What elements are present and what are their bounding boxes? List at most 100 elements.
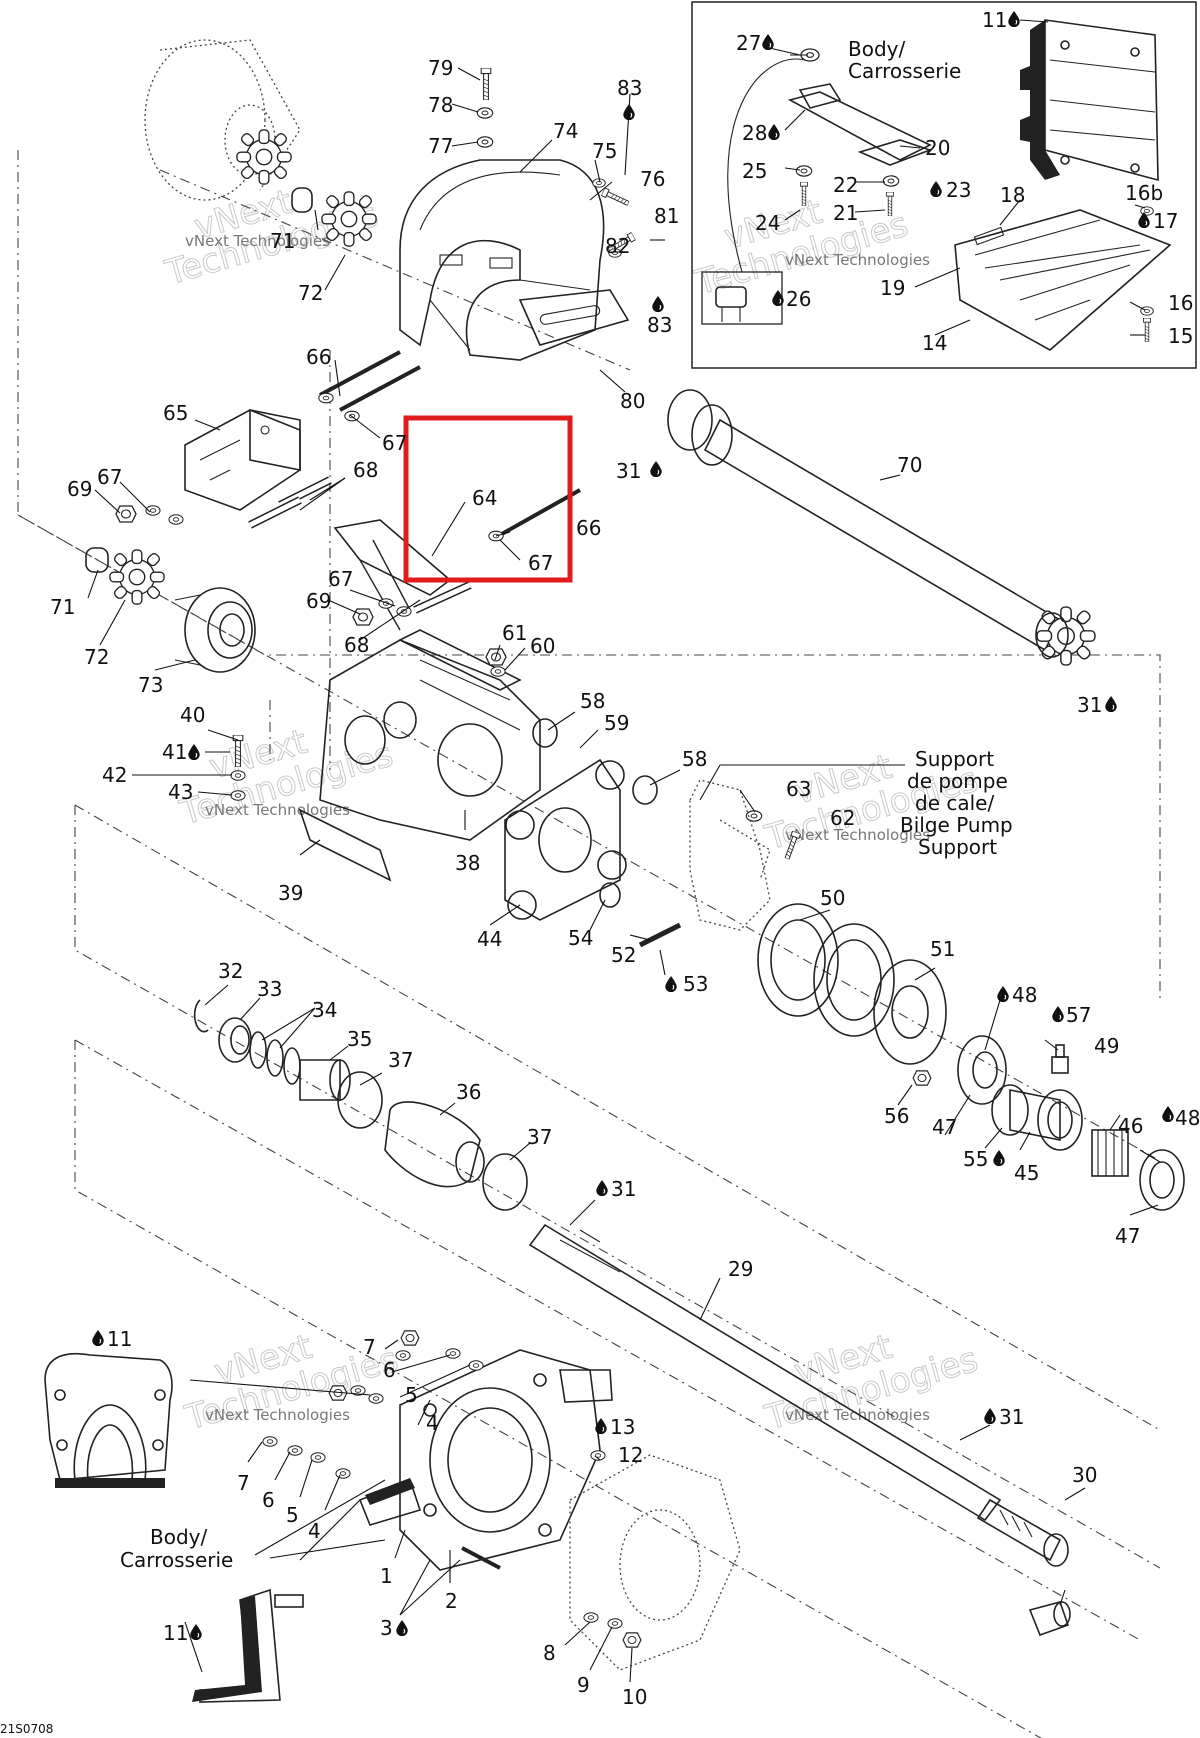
label-40: 40 bbox=[180, 703, 205, 727]
label-3: 3 bbox=[380, 1616, 393, 1640]
label-16: 16 bbox=[1168, 291, 1193, 315]
watermark-group: vNext Technologies vNext Technologies vN… bbox=[160, 181, 983, 1439]
rear-bracket-28 bbox=[787, 48, 933, 216]
pump-bearing-support-73 bbox=[174, 587, 256, 673]
label-34: 34 bbox=[312, 998, 337, 1022]
label-69-top: 69 bbox=[67, 477, 92, 501]
impeller-shaft-29 bbox=[528, 1223, 1069, 1567]
label-11-bottom: 11 bbox=[163, 1621, 188, 1645]
label-62: 62 bbox=[830, 806, 855, 830]
intake-grate-plate-11 bbox=[1020, 19, 1159, 182]
label-39: 39 bbox=[278, 881, 303, 905]
label-47-a: 47 bbox=[932, 1115, 957, 1139]
assembly-axis-lines bbox=[17, 150, 1161, 1738]
coupler-71-72-top bbox=[291, 187, 377, 247]
watermark-small: vNext Technologies bbox=[205, 801, 350, 819]
label-26: 26 bbox=[786, 287, 811, 311]
label-54: 54 bbox=[568, 926, 593, 950]
label-15: 15 bbox=[1168, 324, 1193, 348]
label-14: 14 bbox=[922, 331, 947, 355]
svg-text:de pompe: de pompe bbox=[907, 769, 1008, 793]
label-71-top: 71 bbox=[270, 229, 295, 253]
label-82: 82 bbox=[605, 234, 630, 258]
label-42: 42 bbox=[102, 763, 127, 787]
cap-30 bbox=[1028, 1601, 1071, 1637]
label-47-b: 47 bbox=[1115, 1224, 1140, 1248]
label-29: 29 bbox=[728, 1257, 753, 1281]
bolt-66-mid bbox=[488, 488, 581, 542]
oil-drop-icon bbox=[768, 124, 780, 140]
label-20: 20 bbox=[925, 136, 950, 160]
oil-drop-icon bbox=[997, 986, 1009, 1002]
label-69-lower: 69 bbox=[306, 589, 331, 613]
watermark: vNext Technologies bbox=[690, 191, 913, 304]
label-36: 36 bbox=[456, 1080, 481, 1104]
highlight-box bbox=[403, 415, 573, 583]
intake-grate-11-left bbox=[44, 1353, 173, 1488]
label-77: 77 bbox=[428, 134, 453, 158]
label-58-b: 58 bbox=[682, 747, 707, 771]
label-65: 65 bbox=[163, 401, 188, 425]
oil-drop-icon bbox=[1008, 11, 1020, 27]
label-4-top: 4 bbox=[426, 1411, 439, 1435]
label-59: 59 bbox=[604, 711, 629, 735]
label-74: 74 bbox=[553, 119, 578, 143]
label-67-b: 67 bbox=[97, 465, 122, 489]
svg-text:Bilge Pump: Bilge Pump bbox=[900, 813, 1013, 837]
bolt-66-top bbox=[318, 350, 421, 422]
label-73: 73 bbox=[138, 673, 163, 697]
label-68-lower: 68 bbox=[344, 633, 369, 657]
steering-nozzle-ghost bbox=[569, 1454, 741, 1671]
oil-drop-icon bbox=[188, 744, 200, 760]
oil-drop-icon bbox=[1162, 1106, 1174, 1122]
label-80: 80 bbox=[620, 389, 645, 413]
label-7-top: 7 bbox=[363, 1335, 376, 1359]
oil-drop-icon bbox=[984, 1408, 996, 1424]
label-11-left: 11 bbox=[107, 1327, 132, 1351]
diagram-code: 21S0708 bbox=[0, 1722, 53, 1736]
label-22: 22 bbox=[833, 173, 858, 197]
note-body-top: Body/ Carrosserie bbox=[848, 37, 961, 83]
label-61: 61 bbox=[502, 621, 527, 645]
watermark-small: vNext Technologies bbox=[785, 1406, 930, 1424]
watermark-small: vNext Technologies bbox=[205, 1406, 350, 1424]
oil-drop-icon bbox=[993, 1150, 1005, 1166]
label-28: 28 bbox=[742, 121, 767, 145]
label-37-b: 37 bbox=[527, 1125, 552, 1149]
label-37-a: 37 bbox=[388, 1048, 413, 1072]
label-51: 51 bbox=[930, 937, 955, 961]
label-25: 25 bbox=[742, 159, 767, 183]
label-63: 63 bbox=[786, 777, 811, 801]
oil-drop-icon bbox=[92, 1330, 104, 1346]
label-33: 33 bbox=[257, 977, 282, 1001]
label-1: 1 bbox=[380, 1564, 393, 1588]
label-43: 43 bbox=[168, 780, 193, 804]
svg-text:de cale/: de cale/ bbox=[915, 791, 994, 815]
label-18: 18 bbox=[1000, 183, 1025, 207]
bracket-65 bbox=[184, 409, 332, 529]
label-68-top: 68 bbox=[353, 458, 378, 482]
drive-shaft-70 bbox=[667, 389, 1096, 666]
note-body-bottom: Body/ Carrosserie bbox=[120, 1525, 233, 1572]
watermark-small: vNext Technologies bbox=[785, 826, 930, 844]
label-75: 75 bbox=[592, 139, 617, 163]
inset-detail-box bbox=[691, 1, 1197, 369]
seal-boot-32-37 bbox=[193, 999, 528, 1211]
label-67-highlight: 67 bbox=[528, 551, 553, 575]
wear-ring-50 bbox=[757, 903, 895, 1037]
label-31-d: 31 bbox=[1077, 693, 1102, 717]
label-12: 12 bbox=[618, 1443, 643, 1467]
label-70: 70 bbox=[897, 453, 922, 477]
label-30: 30 bbox=[1072, 1463, 1097, 1487]
coupler-71-72-lower bbox=[85, 547, 165, 605]
label-21: 21 bbox=[833, 201, 858, 225]
label-67-a: 67 bbox=[382, 431, 407, 455]
label-83-bottom: 83 bbox=[647, 313, 672, 337]
svg-text:Carrosserie: Carrosserie bbox=[848, 59, 961, 83]
bearing-housing-45-47 bbox=[957, 1035, 1185, 1211]
bracket-11-lower bbox=[192, 1588, 304, 1703]
label-44: 44 bbox=[477, 927, 502, 951]
note-bilge-pump-support: Support de pompe de cale/ Bilge Pump Sup… bbox=[900, 747, 1013, 859]
label-64: 64 bbox=[472, 486, 497, 510]
